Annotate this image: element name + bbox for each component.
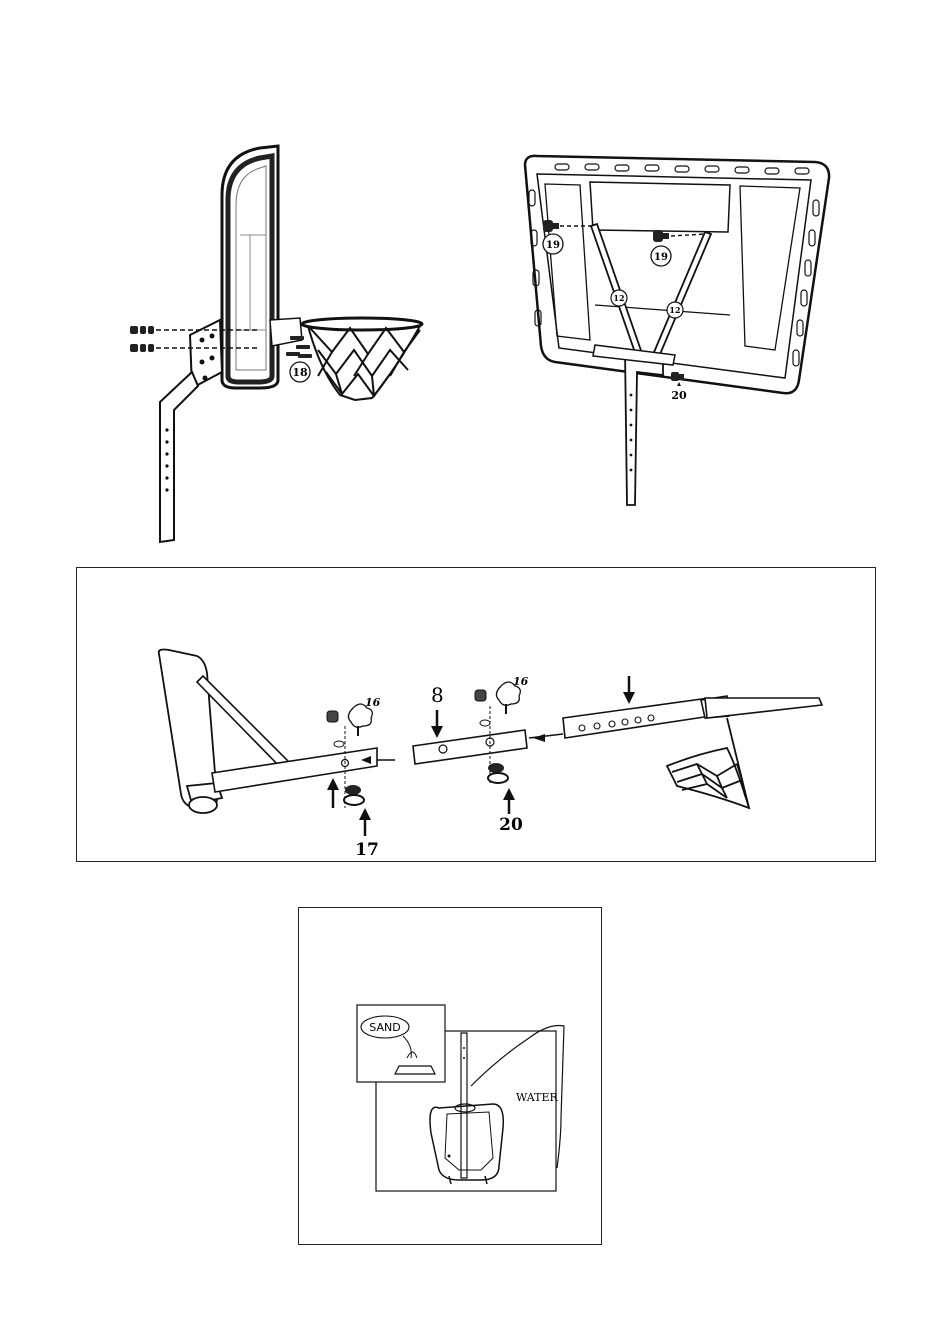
figure-rim-attachment: 18 bbox=[110, 140, 440, 555]
figure-base-fill: SAND WATER bbox=[298, 907, 602, 1245]
callout-20-label: 20 bbox=[671, 389, 687, 402]
net-top bbox=[667, 718, 749, 808]
callout-12-right-label: 12 bbox=[669, 305, 680, 315]
figure-backboard-rear: 19 19 12 12 20 bbox=[515, 150, 845, 510]
callout-12-right: 12 bbox=[667, 302, 683, 318]
backboard-edge bbox=[705, 698, 822, 718]
hardware-20 bbox=[488, 763, 508, 783]
support-braces bbox=[591, 224, 711, 366]
callout-19-left: 19 bbox=[543, 234, 563, 254]
rim-bracket bbox=[270, 318, 302, 346]
nut-washer-set bbox=[130, 326, 154, 352]
callout-19-right: 19 bbox=[651, 246, 671, 266]
figure-pole-assembly: 16 17 8 16 bbox=[76, 567, 876, 862]
callout-12-left: 12 bbox=[611, 290, 627, 306]
water-label: WATER bbox=[516, 1091, 558, 1104]
rim-attachment-diagram: 18 bbox=[110, 140, 440, 555]
callout-16-right-label: 16 bbox=[513, 675, 529, 688]
backboard-frame bbox=[525, 156, 829, 393]
callout-17-label: 17 bbox=[355, 840, 379, 860]
pole-rear bbox=[625, 350, 663, 505]
callout-20-label: 20 bbox=[499, 815, 523, 835]
hardware-16-left: 16 bbox=[327, 696, 381, 747]
backboard-side bbox=[222, 146, 278, 388]
callout-18: 18 bbox=[290, 362, 310, 382]
pole-assembly-diagram: 16 17 8 16 bbox=[77, 568, 874, 860]
callout-8-label: 8 bbox=[431, 683, 444, 707]
bolt-20 bbox=[671, 372, 684, 381]
bolt-19-left bbox=[543, 220, 559, 232]
pole-section-middle bbox=[413, 730, 527, 764]
callout-18-label: 18 bbox=[292, 366, 308, 379]
callout-12-left-label: 12 bbox=[613, 293, 624, 303]
hardware-16-right: 16 bbox=[475, 675, 529, 726]
rim-and-net bbox=[302, 318, 422, 400]
hardware-17 bbox=[344, 785, 364, 805]
base-tank bbox=[159, 650, 222, 814]
callout-19-left-label: 19 bbox=[546, 240, 560, 251]
sand-label: SAND bbox=[369, 1021, 400, 1034]
backboard-rear-diagram: 19 19 12 12 20 bbox=[515, 150, 845, 510]
callout-16-left-label: 16 bbox=[365, 696, 381, 709]
pole-upper bbox=[160, 372, 198, 542]
base-fill-diagram: SAND WATER bbox=[299, 908, 600, 1243]
callout-19-right-label: 19 bbox=[654, 252, 668, 263]
